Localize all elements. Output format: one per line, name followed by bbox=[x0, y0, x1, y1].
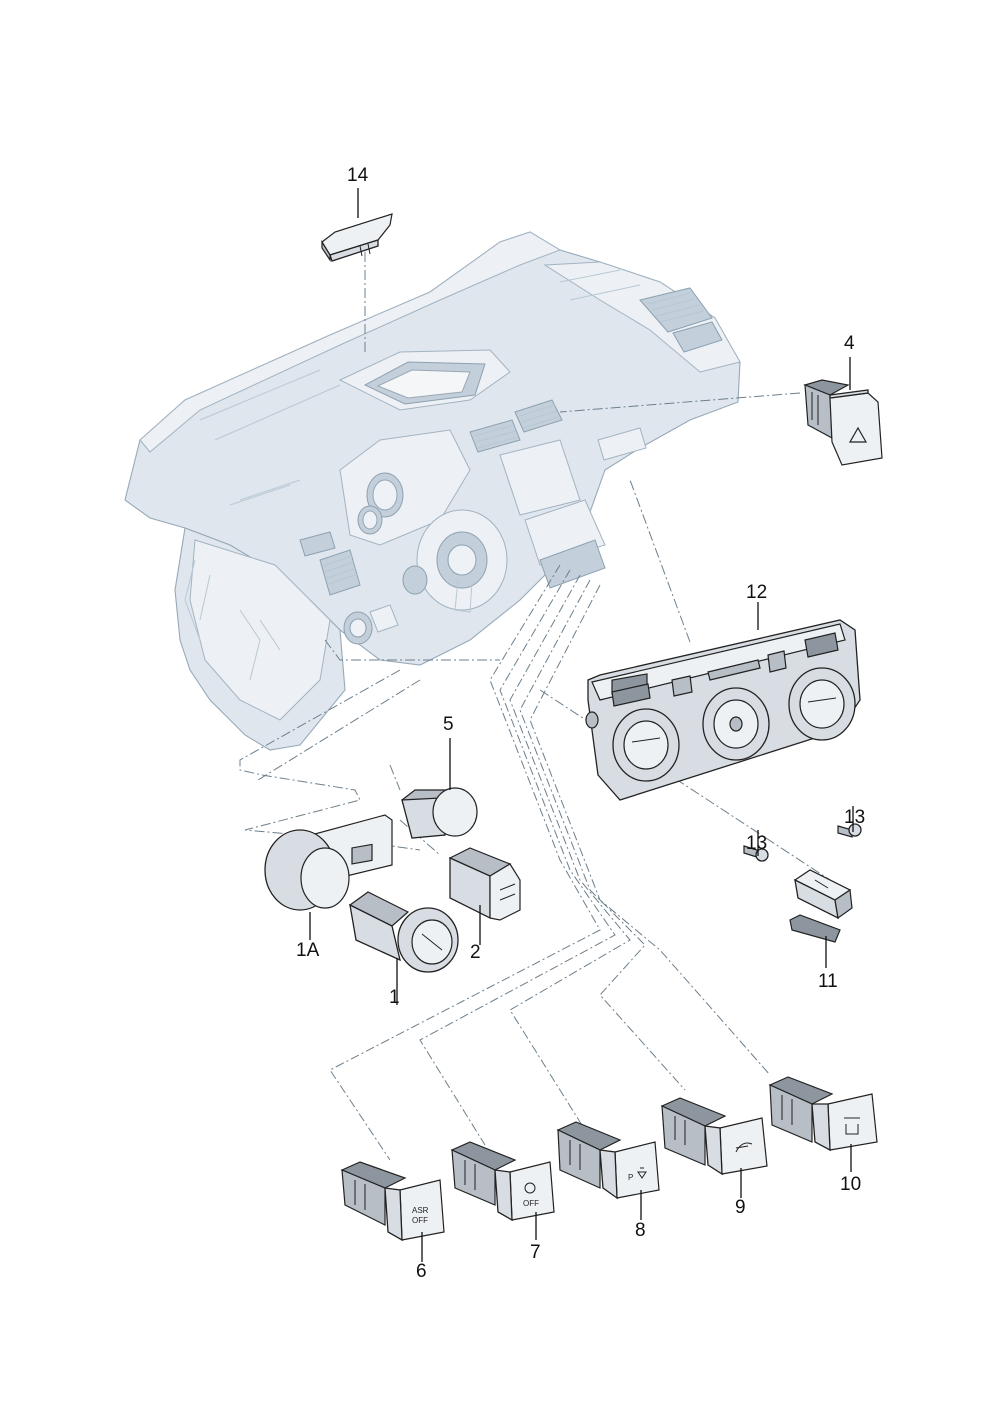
callout-10: 10 bbox=[840, 1174, 862, 1195]
callout-8: 8 bbox=[635, 1220, 646, 1241]
callout-13-left: 13 bbox=[746, 833, 768, 854]
part-6-asr-switch: ASR OFF bbox=[340, 1161, 445, 1242]
part-7-switch: OFF bbox=[450, 1141, 555, 1222]
part-13-screw-b bbox=[837, 823, 862, 838]
part-1-light-switch bbox=[348, 891, 459, 973]
callout-13-right: 13 bbox=[844, 807, 866, 828]
callout-6: 6 bbox=[416, 1261, 427, 1282]
rear-defrost-icon bbox=[844, 1117, 860, 1135]
parking-heater-icon bbox=[637, 1167, 647, 1179]
headlight-range-icon bbox=[735, 1142, 753, 1153]
part-10-rear-defrost-switch bbox=[768, 1076, 878, 1152]
switch-8-label: P bbox=[628, 1173, 633, 1182]
part-12-climate-control bbox=[585, 619, 861, 801]
part-13-screw-a bbox=[743, 845, 769, 862]
dashboard-panel bbox=[124, 231, 741, 751]
part-14-cover bbox=[321, 213, 393, 262]
part-4-hazard-switch bbox=[803, 379, 883, 466]
part-2-switch bbox=[448, 847, 521, 921]
part-9-headlight-range-switch bbox=[660, 1097, 768, 1176]
callout-1: 1 bbox=[389, 987, 400, 1008]
switch-6-label-line1: ASR bbox=[412, 1206, 429, 1215]
connection-lines bbox=[239, 252, 831, 1161]
callout-12: 12 bbox=[746, 582, 768, 603]
part-1a-switch-housing bbox=[264, 814, 393, 911]
callout-4: 4 bbox=[844, 333, 855, 354]
callout-2: 2 bbox=[470, 942, 481, 963]
callout-1a: 1A bbox=[296, 940, 320, 961]
callout-5: 5 bbox=[443, 714, 454, 735]
callout-14: 14 bbox=[347, 165, 369, 186]
part-8-parking-heater-switch: P bbox=[556, 1121, 660, 1200]
switch-6-label-line2: OFF bbox=[412, 1216, 428, 1225]
switch-7-label: OFF bbox=[523, 1199, 539, 1208]
hazard-triangle-icon bbox=[848, 426, 868, 443]
callout-9: 9 bbox=[735, 1197, 746, 1218]
part-5-bulb bbox=[401, 787, 478, 839]
callout-11: 11 bbox=[818, 971, 838, 992]
part-11-window-switch bbox=[789, 869, 853, 943]
leader-lines bbox=[309, 188, 854, 1262]
callout-7: 7 bbox=[530, 1242, 541, 1263]
